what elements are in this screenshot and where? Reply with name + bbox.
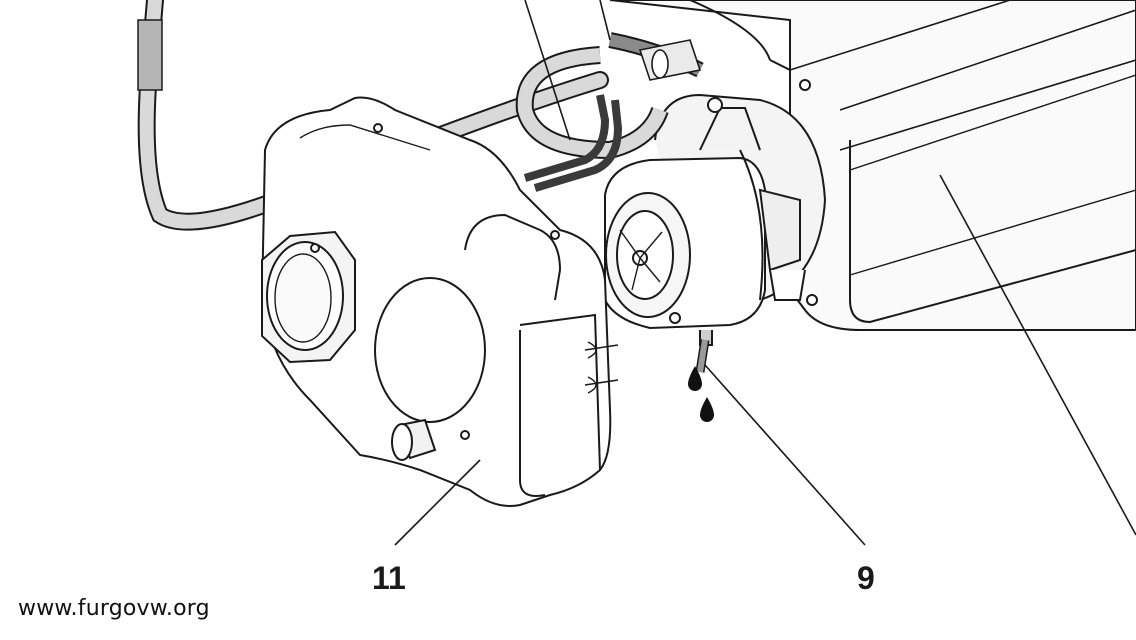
leader-line-9: [704, 364, 866, 546]
leader-line-11: [394, 459, 481, 546]
callout-label-9: 9: [857, 560, 875, 596]
fluid-drop-icon: [688, 366, 702, 391]
leader-line-tubes: [524, 0, 571, 141]
leader-lines: [394, 0, 1136, 546]
callout-label-11: 11: [372, 560, 406, 596]
fluid-drop-icon: [700, 397, 714, 422]
hoses: [137, 0, 710, 373]
burner-fan-unit: [604, 97, 806, 346]
leader-line-housing: [939, 174, 1136, 536]
cover-housing-11: [260, 96, 619, 507]
watermark-text: www.furgovw.org: [18, 596, 210, 621]
leader-line-hose: [599, 0, 611, 41]
